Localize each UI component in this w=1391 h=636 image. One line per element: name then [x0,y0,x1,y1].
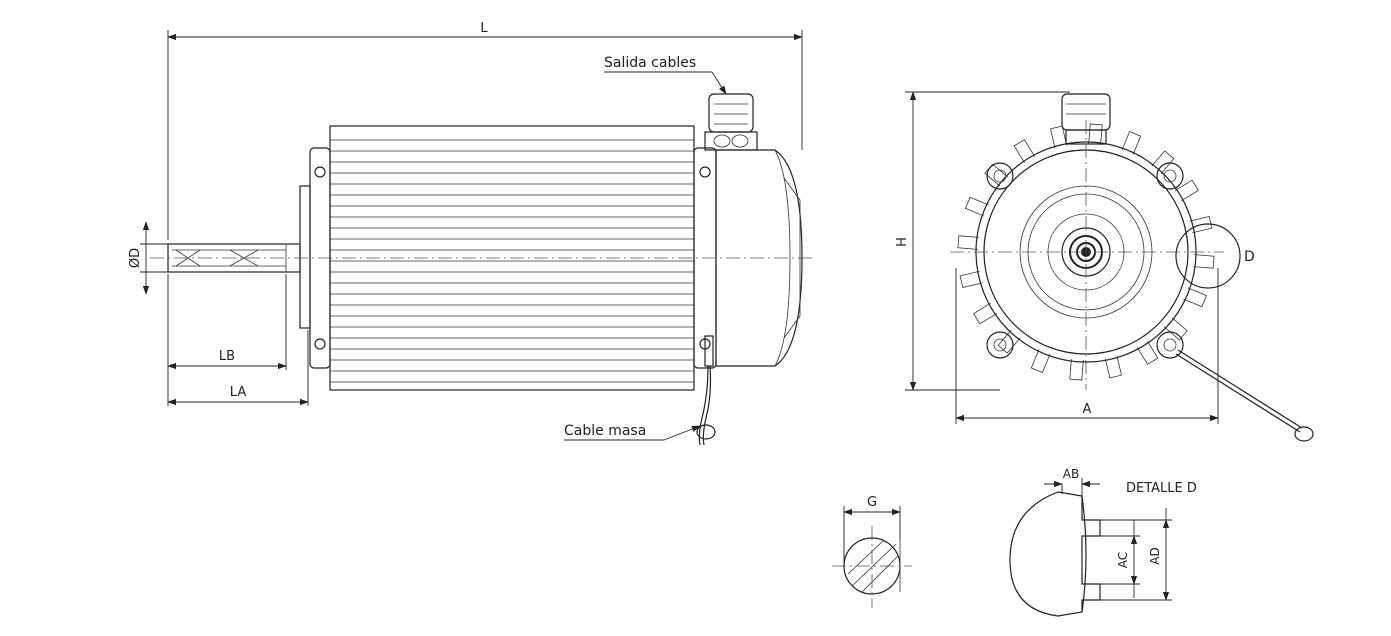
radial-fin [1163,317,1188,341]
radial-fin [1151,150,1175,175]
radial-fin [1136,340,1159,365]
detail-d-circle [1175,223,1241,289]
earth-cable [696,335,716,446]
radial-fin [973,302,998,325]
radial-fin [1174,179,1199,202]
radial-fin [1189,215,1213,234]
radial-fin [1121,130,1142,155]
cable-gland [704,93,758,151]
radial-fin [1013,139,1036,164]
radial-fin [1069,359,1084,381]
dim-AC: AC [1116,552,1130,568]
radial-fin [957,235,979,250]
dim-AD: AD [1148,547,1162,564]
dim-AB: AB [1063,467,1079,481]
annotations: Salida cables Cable masa D DETALLE D [564,55,1255,496]
dim-H: H [895,237,910,247]
dim-G: G [867,495,877,510]
radial-fin [997,329,1021,354]
front-view [950,93,1314,442]
dimensions: L LB LA ØD H A G [128,21,1219,601]
radial-fin [1088,123,1103,145]
side-view [150,93,812,446]
dim-L: L [480,21,488,36]
radial-fin [1183,287,1208,308]
dim-LB: LB [219,349,235,364]
detalle-d-title: DETALLE D [1126,481,1197,496]
dim-A: A [1083,402,1092,417]
front-earth-cable [1175,349,1314,442]
fixing-bolts [986,162,1184,359]
salida-cables-label: Salida cables [604,55,696,71]
detail-d-view [1009,491,1101,617]
front-cable-gland [1061,93,1111,145]
radial-fin [1104,355,1123,379]
dim-LA: LA [230,385,247,400]
detail-d-marker: D [1244,249,1255,265]
front-flange [299,185,311,329]
radial-fin [1193,254,1215,269]
dim-D: ØD [128,248,143,268]
radial-fin [1030,349,1051,374]
radial-fin [964,196,989,217]
radial-fin [959,270,983,289]
radial-fin [1049,125,1068,149]
cable-masa-label: Cable masa [564,423,646,439]
